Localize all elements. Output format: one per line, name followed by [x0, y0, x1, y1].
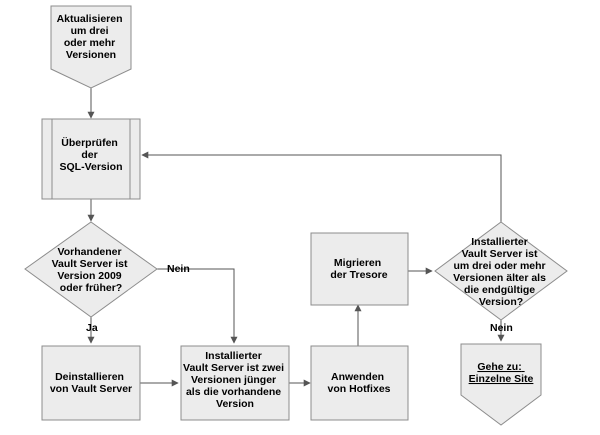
goto-single-site-label[interactable]: Gehe zu: Einzelne Site	[469, 361, 534, 385]
decision-2009-node: Vorhandener Vault Server ist Version 200…	[24, 221, 158, 318]
migrate-vaults-line: Migrieren	[334, 257, 381, 269]
installed-two-newer-line: als die vorhandene	[186, 386, 281, 398]
apply-hotfixes-node: Anwenden von Hotfixes	[310, 345, 409, 421]
decision-older-line: Version?	[479, 296, 523, 308]
edge-label-nein-2: Nein	[490, 322, 513, 334]
edge-label-ja: Ja	[86, 322, 98, 334]
apply-hotfixes-line: von Hotfixes	[327, 383, 390, 395]
edge-decision-nein	[157, 268, 238, 344]
migrate-vaults-line: der Tresore	[330, 269, 387, 281]
check-sql-line: SQL-Version	[59, 161, 122, 173]
goto-line: Einzelne Site	[469, 373, 534, 385]
migrate-vaults-node: Migrieren der Tresore	[310, 232, 409, 306]
start-line: oder mehr	[64, 37, 115, 49]
decision-older-node: Installierter Vault Server ist um drei o…	[434, 221, 568, 321]
decision-older-line: um drei oder mehr	[453, 260, 545, 272]
decision-older-line: Versionen älter als	[453, 272, 546, 284]
check-sql-line: der	[81, 149, 97, 161]
decision-2009-line: Vorhandener	[58, 246, 122, 258]
decision-2009-line: oder früher?	[60, 282, 122, 294]
check-sql-label: Überprüfen der SQL-Version	[59, 136, 122, 173]
check-sql-line: Überprüfen	[61, 136, 118, 149]
edge-decision-loop-back	[141, 151, 502, 222]
installed-two-newer-label: Installierter Vault Server ist zwei Vers…	[183, 350, 287, 410]
start-node: Aktualisieren um drei oder mehr Versione…	[50, 5, 132, 89]
installed-two-newer-line: Installierter	[205, 350, 262, 362]
check-sql-node: Überprüfen der SQL-Version	[41, 118, 141, 200]
uninstall-line: Deinstallieren	[55, 371, 124, 383]
uninstall-node: Deinstallieren von Vault Server	[41, 345, 141, 421]
goto-line: Gehe zu:	[477, 361, 521, 373]
start-line: um drei	[71, 25, 109, 37]
start-line: Versionen	[66, 49, 116, 61]
installed-two-newer-line: Version	[216, 398, 254, 410]
decision-older-line: Vault Server ist	[462, 248, 538, 260]
uninstall-line: von Vault Server	[50, 383, 132, 395]
installed-two-newer-node: Installierter Vault Server ist zwei Vers…	[180, 345, 290, 421]
apply-hotfixes-label: Anwenden von Hotfixes	[327, 371, 390, 395]
decision-older-line: Installierter	[471, 236, 528, 248]
edges	[87, 88, 505, 387]
migrate-vaults-label: Migrieren der Tresore	[330, 257, 387, 281]
goto-single-site-node[interactable]: Gehe zu: Einzelne Site	[460, 343, 542, 426]
decision-older-label: Installierter Vault Server ist um drei o…	[453, 236, 549, 308]
edge-label-nein: Nein	[167, 263, 190, 275]
decision-2009-line: Version 2009	[57, 270, 121, 282]
apply-hotfixes-line: Anwenden	[331, 371, 384, 383]
installed-two-newer-line: Vault Server ist zwei	[183, 362, 284, 374]
start-line: Aktualisieren	[57, 13, 123, 25]
installed-two-newer-line: Versionen jünger	[191, 374, 276, 386]
uninstall-label: Deinstallieren von Vault Server	[50, 371, 132, 395]
decision-older-line: die endgültige	[464, 284, 535, 296]
decision-2009-label: Vorhandener Vault Server ist Version 200…	[52, 246, 131, 294]
decision-2009-line: Vault Server ist	[52, 258, 128, 270]
start-node-label: Aktualisieren um drei oder mehr Versione…	[57, 13, 126, 61]
